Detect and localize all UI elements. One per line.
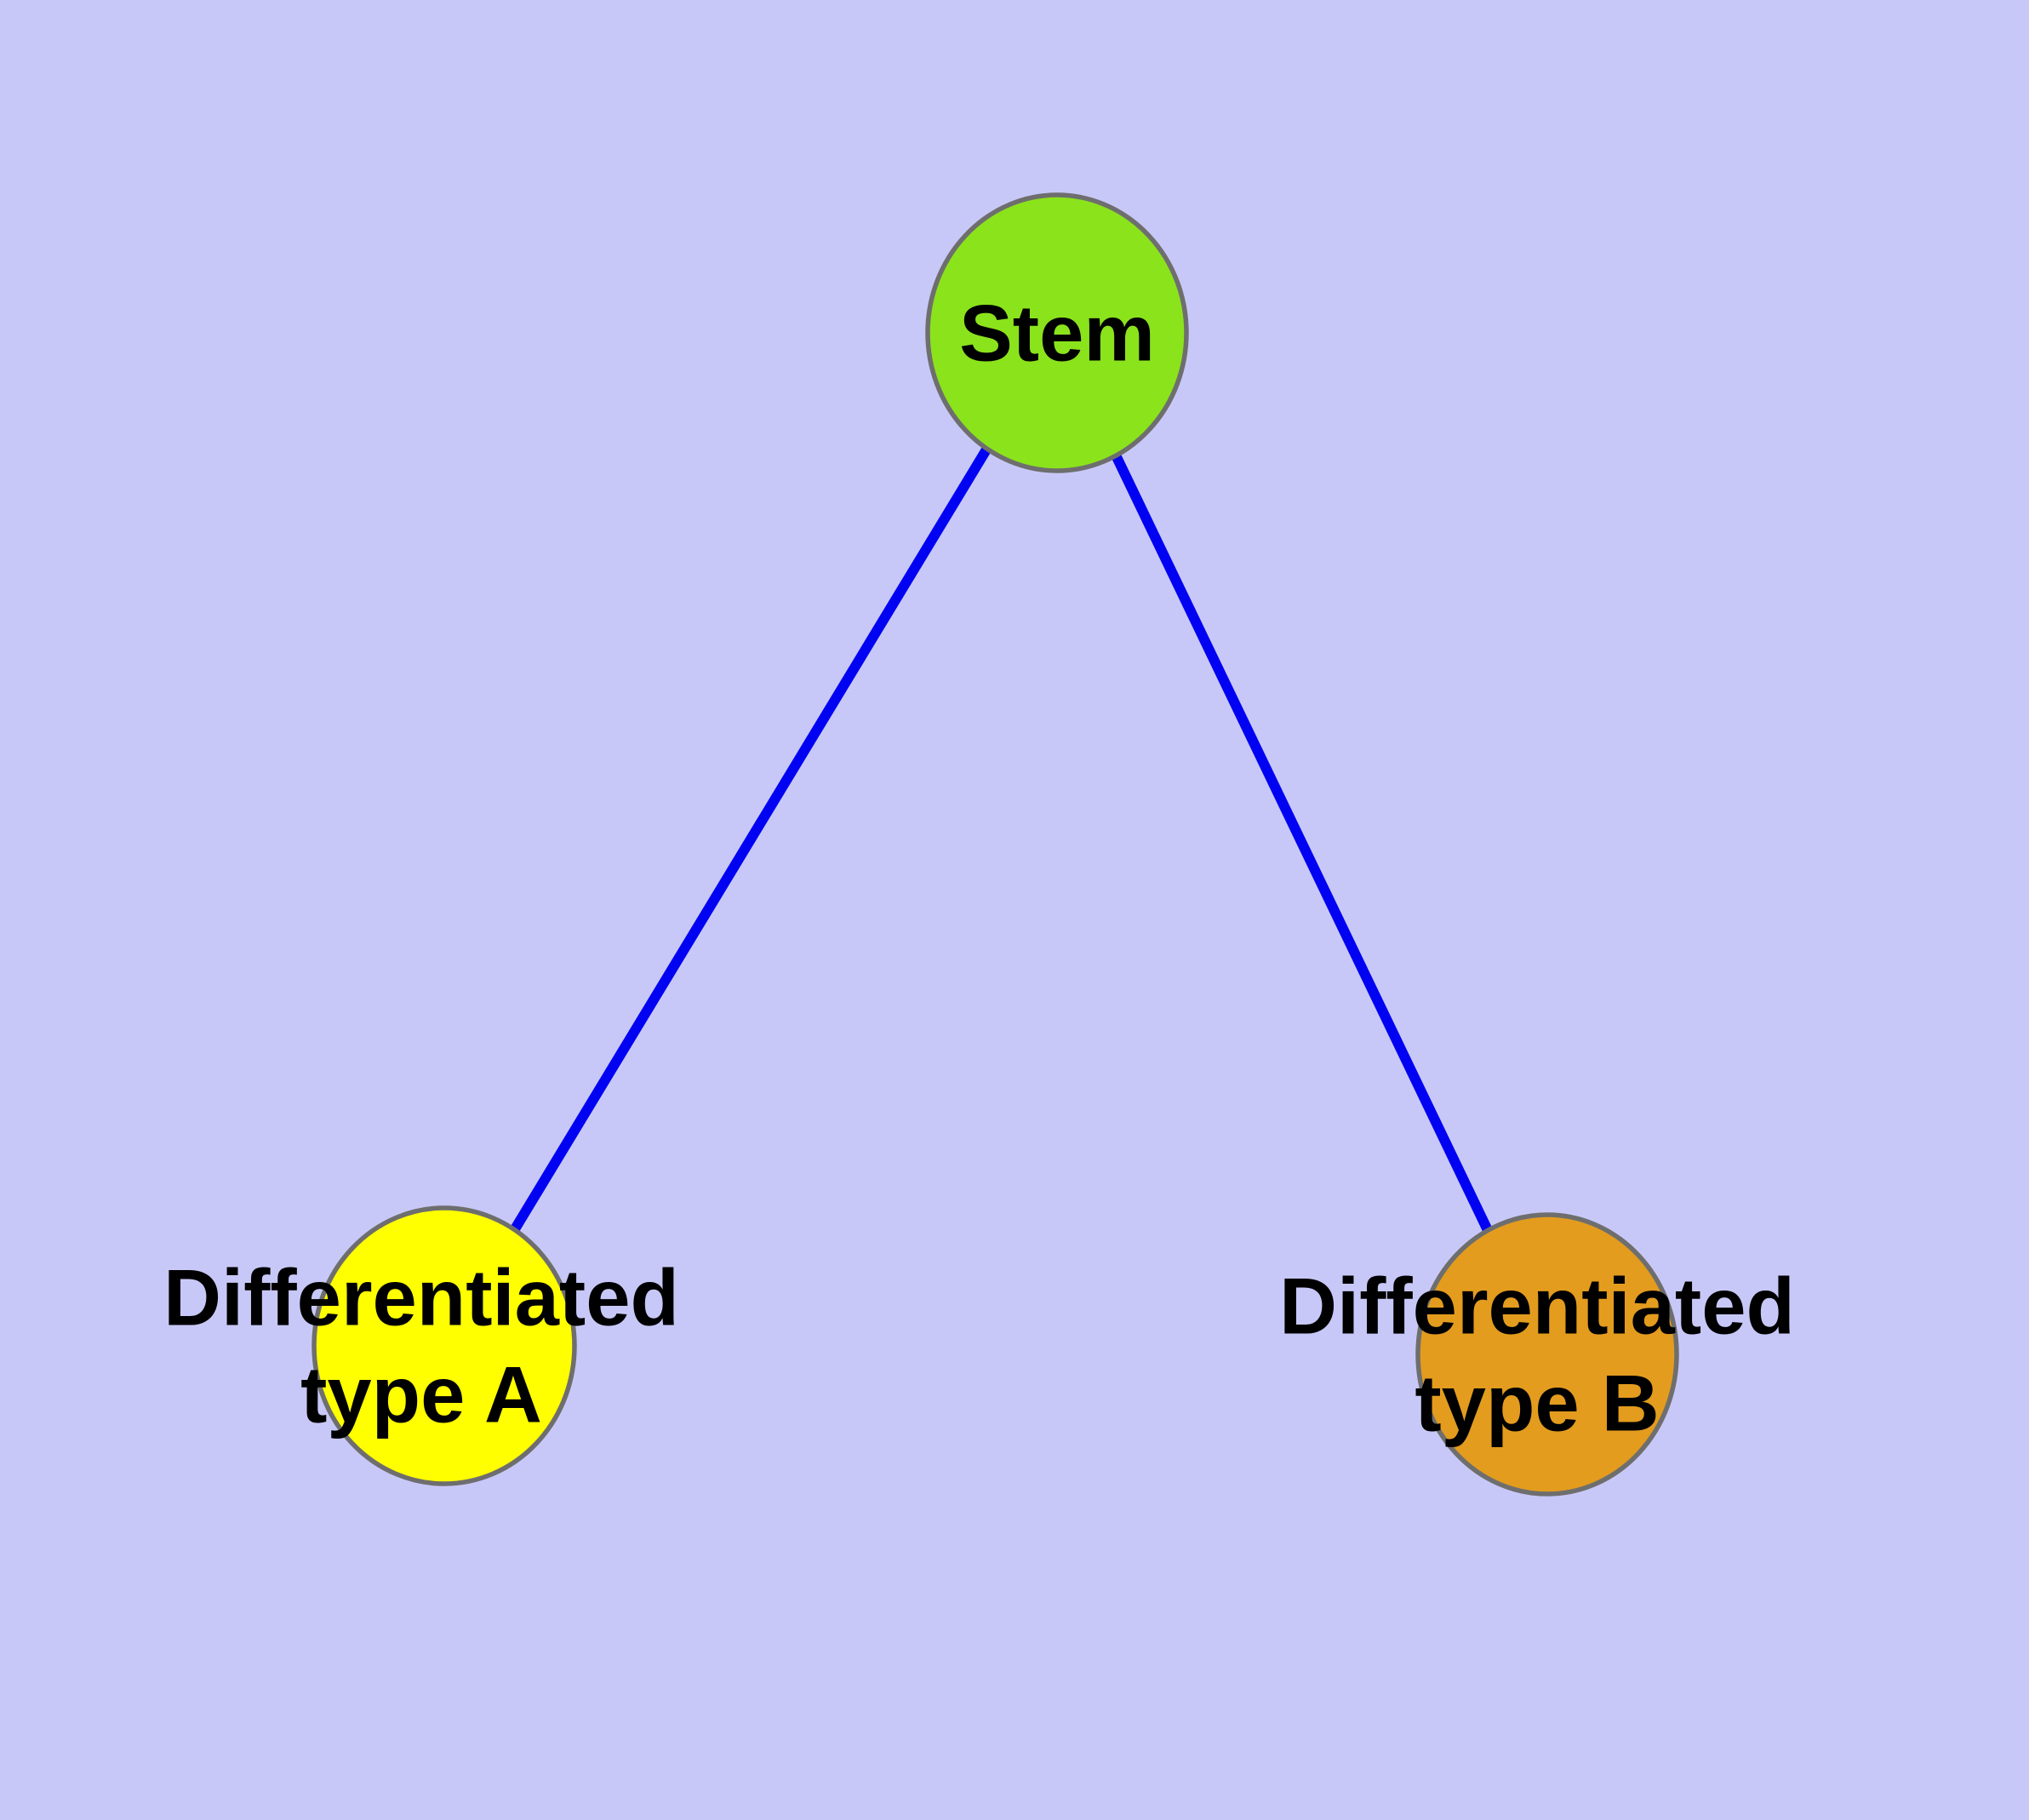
edge-stem-to-differentiated-type-b (1052, 330, 1552, 1357)
node-differentiated-type-a (311, 1205, 577, 1486)
node-stem (925, 192, 1189, 473)
node-differentiated-type-b (1415, 1212, 1679, 1497)
node-label-stem: Stem (959, 289, 1155, 378)
edge-stem-to-differentiated-type-a (439, 329, 1062, 1349)
